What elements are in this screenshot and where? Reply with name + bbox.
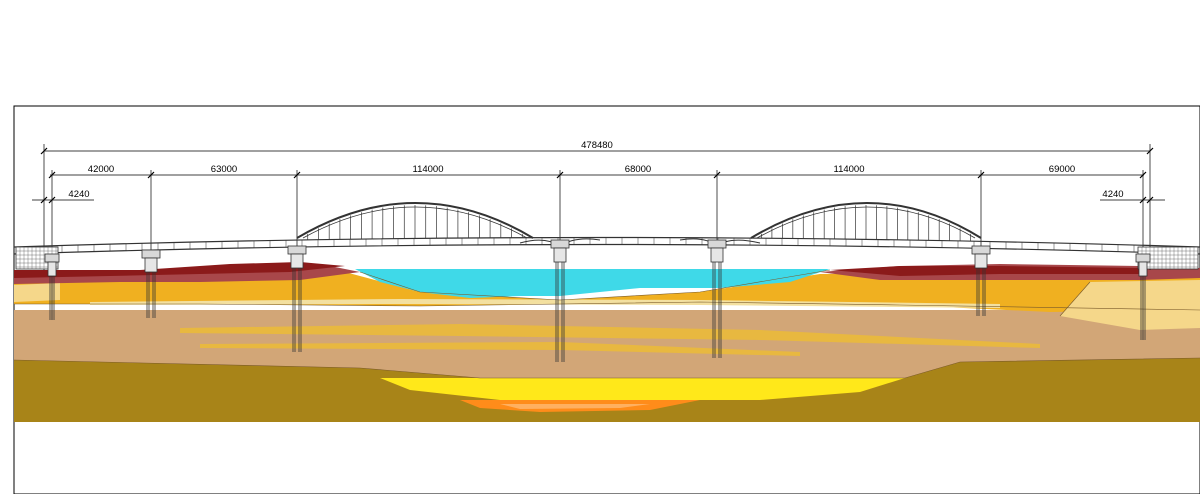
yellow-lens [380,378,905,400]
light-sand-right [1060,280,1200,330]
light-band [90,299,1000,308]
hangers-left [307,205,523,240]
river-water [355,269,830,298]
span-dimension-1: 42000 [88,164,114,175]
arch-right [750,202,982,239]
span-dimension-4: 68000 [625,164,651,175]
light-sand-left [14,283,60,302]
pier [44,253,60,320]
overall-dimension: 478480 [581,140,613,151]
abutment-right [1137,246,1199,270]
dimension-labels: 478480 42000 63000 114000 68000 114000 6… [68,140,1123,200]
deck-top [13,236,1200,248]
pier [287,245,307,352]
layer-boundaries [13,269,1200,379]
span-dimension-2: 63000 [211,164,237,175]
span-dimension-3: 114000 [413,164,444,175]
piers [44,239,1151,362]
dimension-lines [32,144,1165,270]
topsoil-left-dark [14,262,345,278]
pier [550,239,570,362]
geology-layers [13,262,1200,422]
abutment-left-dimension: 4240 [68,189,89,200]
pier [971,245,991,316]
orange-lens-core [500,404,650,409]
pier [1135,253,1151,340]
pier [141,249,161,318]
deck-bottom [13,243,1200,255]
span-dimension-6: 69000 [1049,164,1075,175]
hangers-right [761,205,971,242]
span-dimension-5: 114000 [834,164,865,175]
clay-band-2 [200,342,800,356]
clay-band-1 [180,324,1040,348]
abutment-right-dimension: 4240 [1102,189,1123,200]
pier [707,239,727,358]
arch-left [296,202,534,239]
